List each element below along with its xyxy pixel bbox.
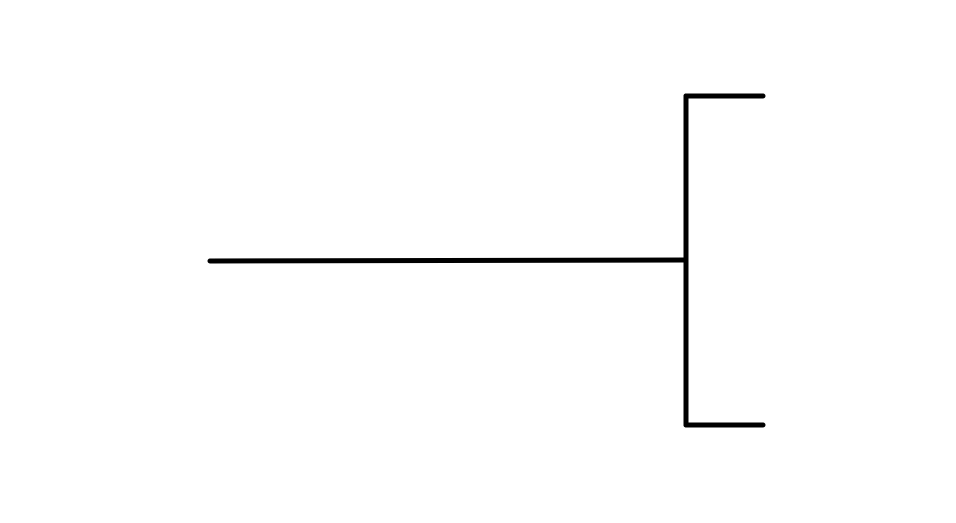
stem-line [207, 257, 689, 264]
